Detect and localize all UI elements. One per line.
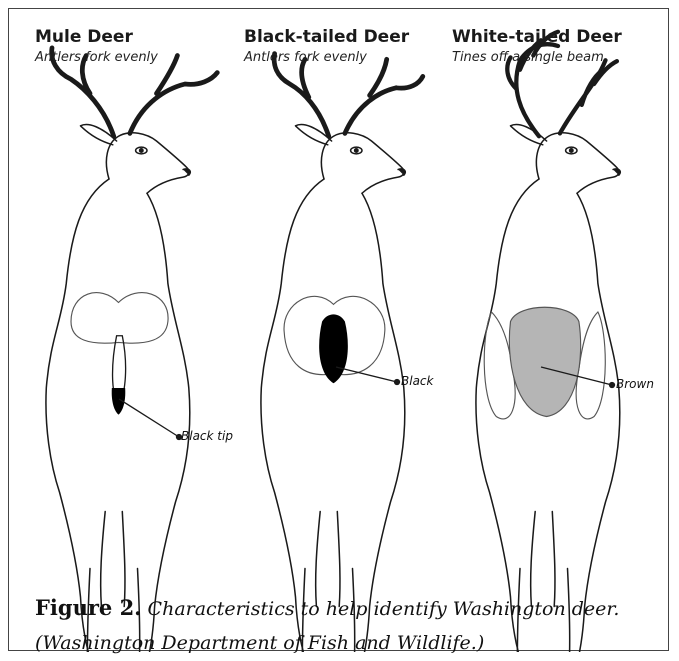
deer-name: Mule Deer [35,27,250,47]
white-tailed-deer-drawing [476,32,620,652]
black-tailed-deer-heading: Black-tailed Deer Antlers fork evenly [244,27,459,65]
deer-name: White-tailed Deer [452,27,667,47]
deer-trait: Tines off a single beam [452,50,667,65]
deer-trait: Antlers fork evenly [35,50,250,65]
mule-deer-drawing [46,48,217,652]
deer-illustrations [9,9,670,652]
black-tailed-deer-drawing [261,54,423,652]
figure-frame: Mule Deer Antlers fork evenly Black-tail… [8,8,669,651]
white-tailed-deer-heading: White-tailed Deer Tines off a single bea… [452,27,667,65]
figure-caption: Figure 2. Characteristics to help identi… [35,591,665,660]
black-tip-leader [119,399,179,437]
caption-label: Figure 2. [35,595,142,620]
deer-trait: Antlers fork evenly [244,50,459,65]
deer-name: Black-tailed Deer [244,27,459,47]
caption-line-1: Figure 2. Characteristics to help identi… [35,591,665,626]
caption-text: Characteristics to help identify Washing… [148,598,620,620]
brown-label: Brown [616,377,654,391]
mule-deer-heading: Mule Deer Antlers fork evenly [35,27,250,65]
black-dot [395,380,400,385]
black-label: Black [401,374,433,388]
brown-dot [610,383,615,388]
black-tip-label: Black tip [181,429,233,443]
caption-line-2: (Washington Department of Fish and Wildl… [35,626,665,660]
